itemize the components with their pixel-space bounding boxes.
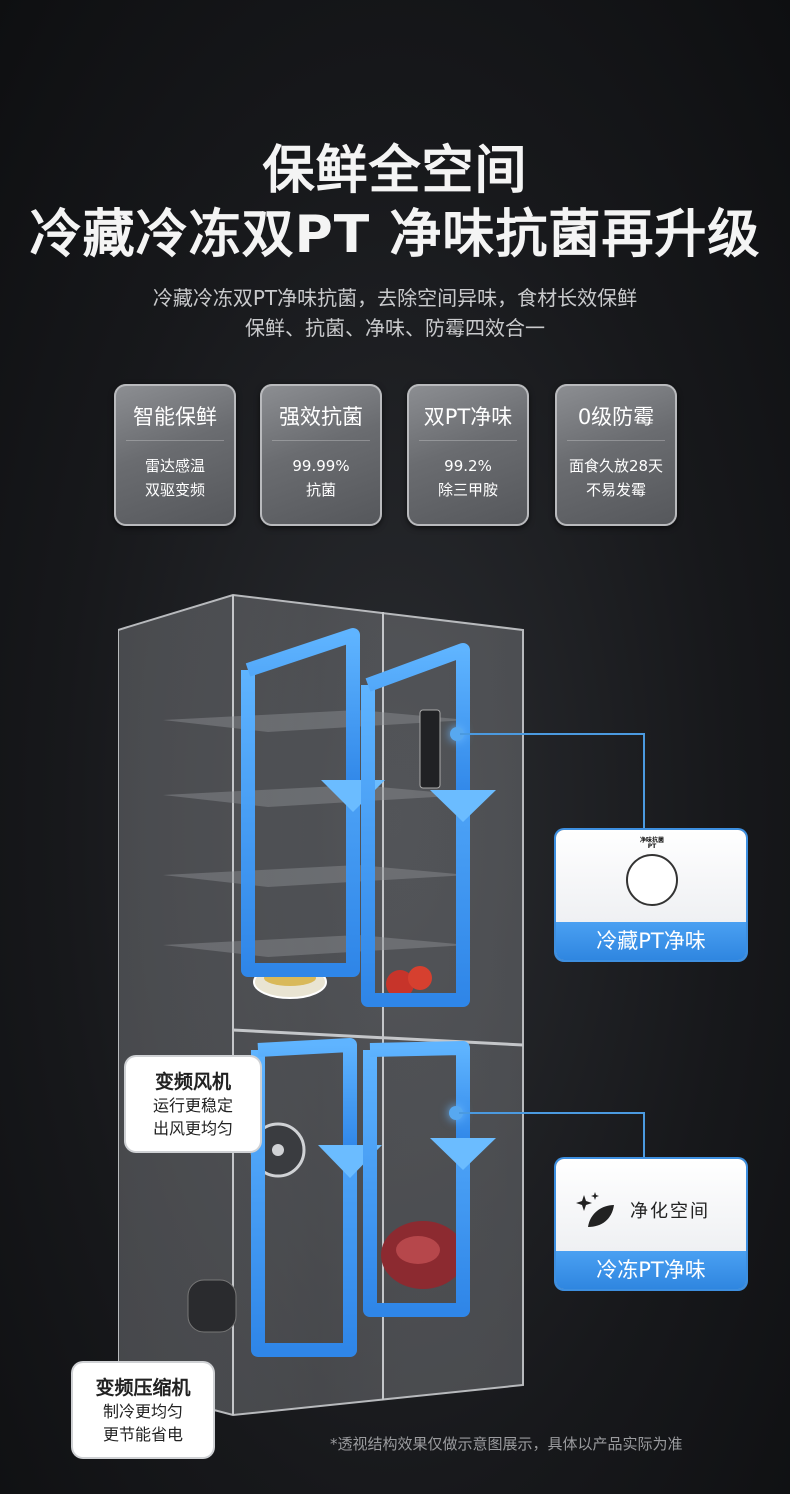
fridge-illustration (118, 593, 524, 1417)
compartment-divider (232, 1028, 524, 1047)
feature-card-anti-mold: 0级防霉 面食久放28天不易发霉 (555, 384, 677, 526)
fan-tag-line1: 运行更稳定 (152, 1096, 233, 1115)
shelf (163, 785, 468, 807)
purify-text: 净化空间 (630, 1201, 710, 1222)
feature-title: 智能保鲜 (133, 405, 217, 429)
feature-title: 0级防霉 (577, 405, 655, 429)
fridge-pt-label: 冷藏PT净味 (556, 922, 746, 960)
sparkle-leaf-icon (576, 1192, 614, 1227)
feature-title: 双PT净味 (423, 405, 513, 429)
feature-card-dual-pt: 双PT净味 99.2%除三甲胺 (407, 384, 529, 526)
compressor-tag-title: 变频压缩机 (95, 1377, 191, 1399)
fan-tag-title: 变频风机 (154, 1071, 231, 1093)
airflow-path (241, 670, 360, 977)
callout-dot-freezer (449, 1106, 463, 1120)
divider (419, 440, 517, 441)
feature-desc: 99.2%除三甲胺 (437, 457, 498, 499)
divider (126, 440, 224, 441)
connector-line (643, 1112, 645, 1159)
page-title-line2: 冷藏冷冻双PT 净味抗菌再升级 (29, 205, 761, 265)
divider (272, 440, 370, 441)
fan-tag-line2: 出风更均匀 (152, 1119, 233, 1138)
tomato (408, 966, 432, 990)
subtitle-line2: 保鲜、抗菌、净味、防霉四效合一 (245, 316, 545, 340)
freezer-pt-card: 净化空间 冷冻PT净味 (556, 1159, 746, 1289)
connector-line (460, 733, 645, 735)
compressor-icon (187, 1279, 237, 1333)
divider (567, 440, 665, 441)
subtitle-line1: 冷藏冷冻双PT净味抗菌，去除空间异味，食材长效保鲜 (152, 286, 638, 310)
shelf (163, 710, 468, 732)
pt-device-icon (419, 709, 441, 789)
compressor-tag-line1: 制冷更均匀 (102, 1402, 183, 1421)
airflow-arrow (430, 790, 496, 822)
connector-line (643, 733, 645, 830)
connector-line (459, 1112, 645, 1114)
shelf (163, 865, 468, 887)
meat-highlight (396, 1236, 440, 1264)
fan-tag: 变频风机 运行更稳定 出风更均匀 (126, 1057, 260, 1151)
freezer-pt-label: 冷冻PT净味 (556, 1251, 746, 1289)
airflow-arrow (430, 1138, 496, 1170)
feature-desc: 雷达感温双驱变频 (144, 457, 205, 499)
feature-card-antibacterial: 强效抗菌 99.99%抗菌 (260, 384, 382, 526)
feature-desc: 面食久放28天不易发霉 (568, 457, 664, 499)
feature-title: 强效抗菌 (279, 405, 363, 429)
tomato (386, 970, 414, 998)
page-title: 保鲜全空间 (262, 141, 528, 201)
footnote: *透视结构效果仅做示意图展示，具体以产品实际为准 (330, 1435, 683, 1453)
feature-desc: 99.99%抗菌 (292, 457, 350, 499)
callout-dot-fridge (450, 727, 464, 741)
feature-card-smart-fresh: 智能保鲜 雷达感温双驱变频 (114, 384, 236, 526)
compressor-tag: 变频压缩机 制冷更均匀 更节能省电 (73, 1363, 213, 1457)
shelf (163, 935, 468, 957)
compressor-tag-line2: 更节能省电 (102, 1425, 183, 1444)
